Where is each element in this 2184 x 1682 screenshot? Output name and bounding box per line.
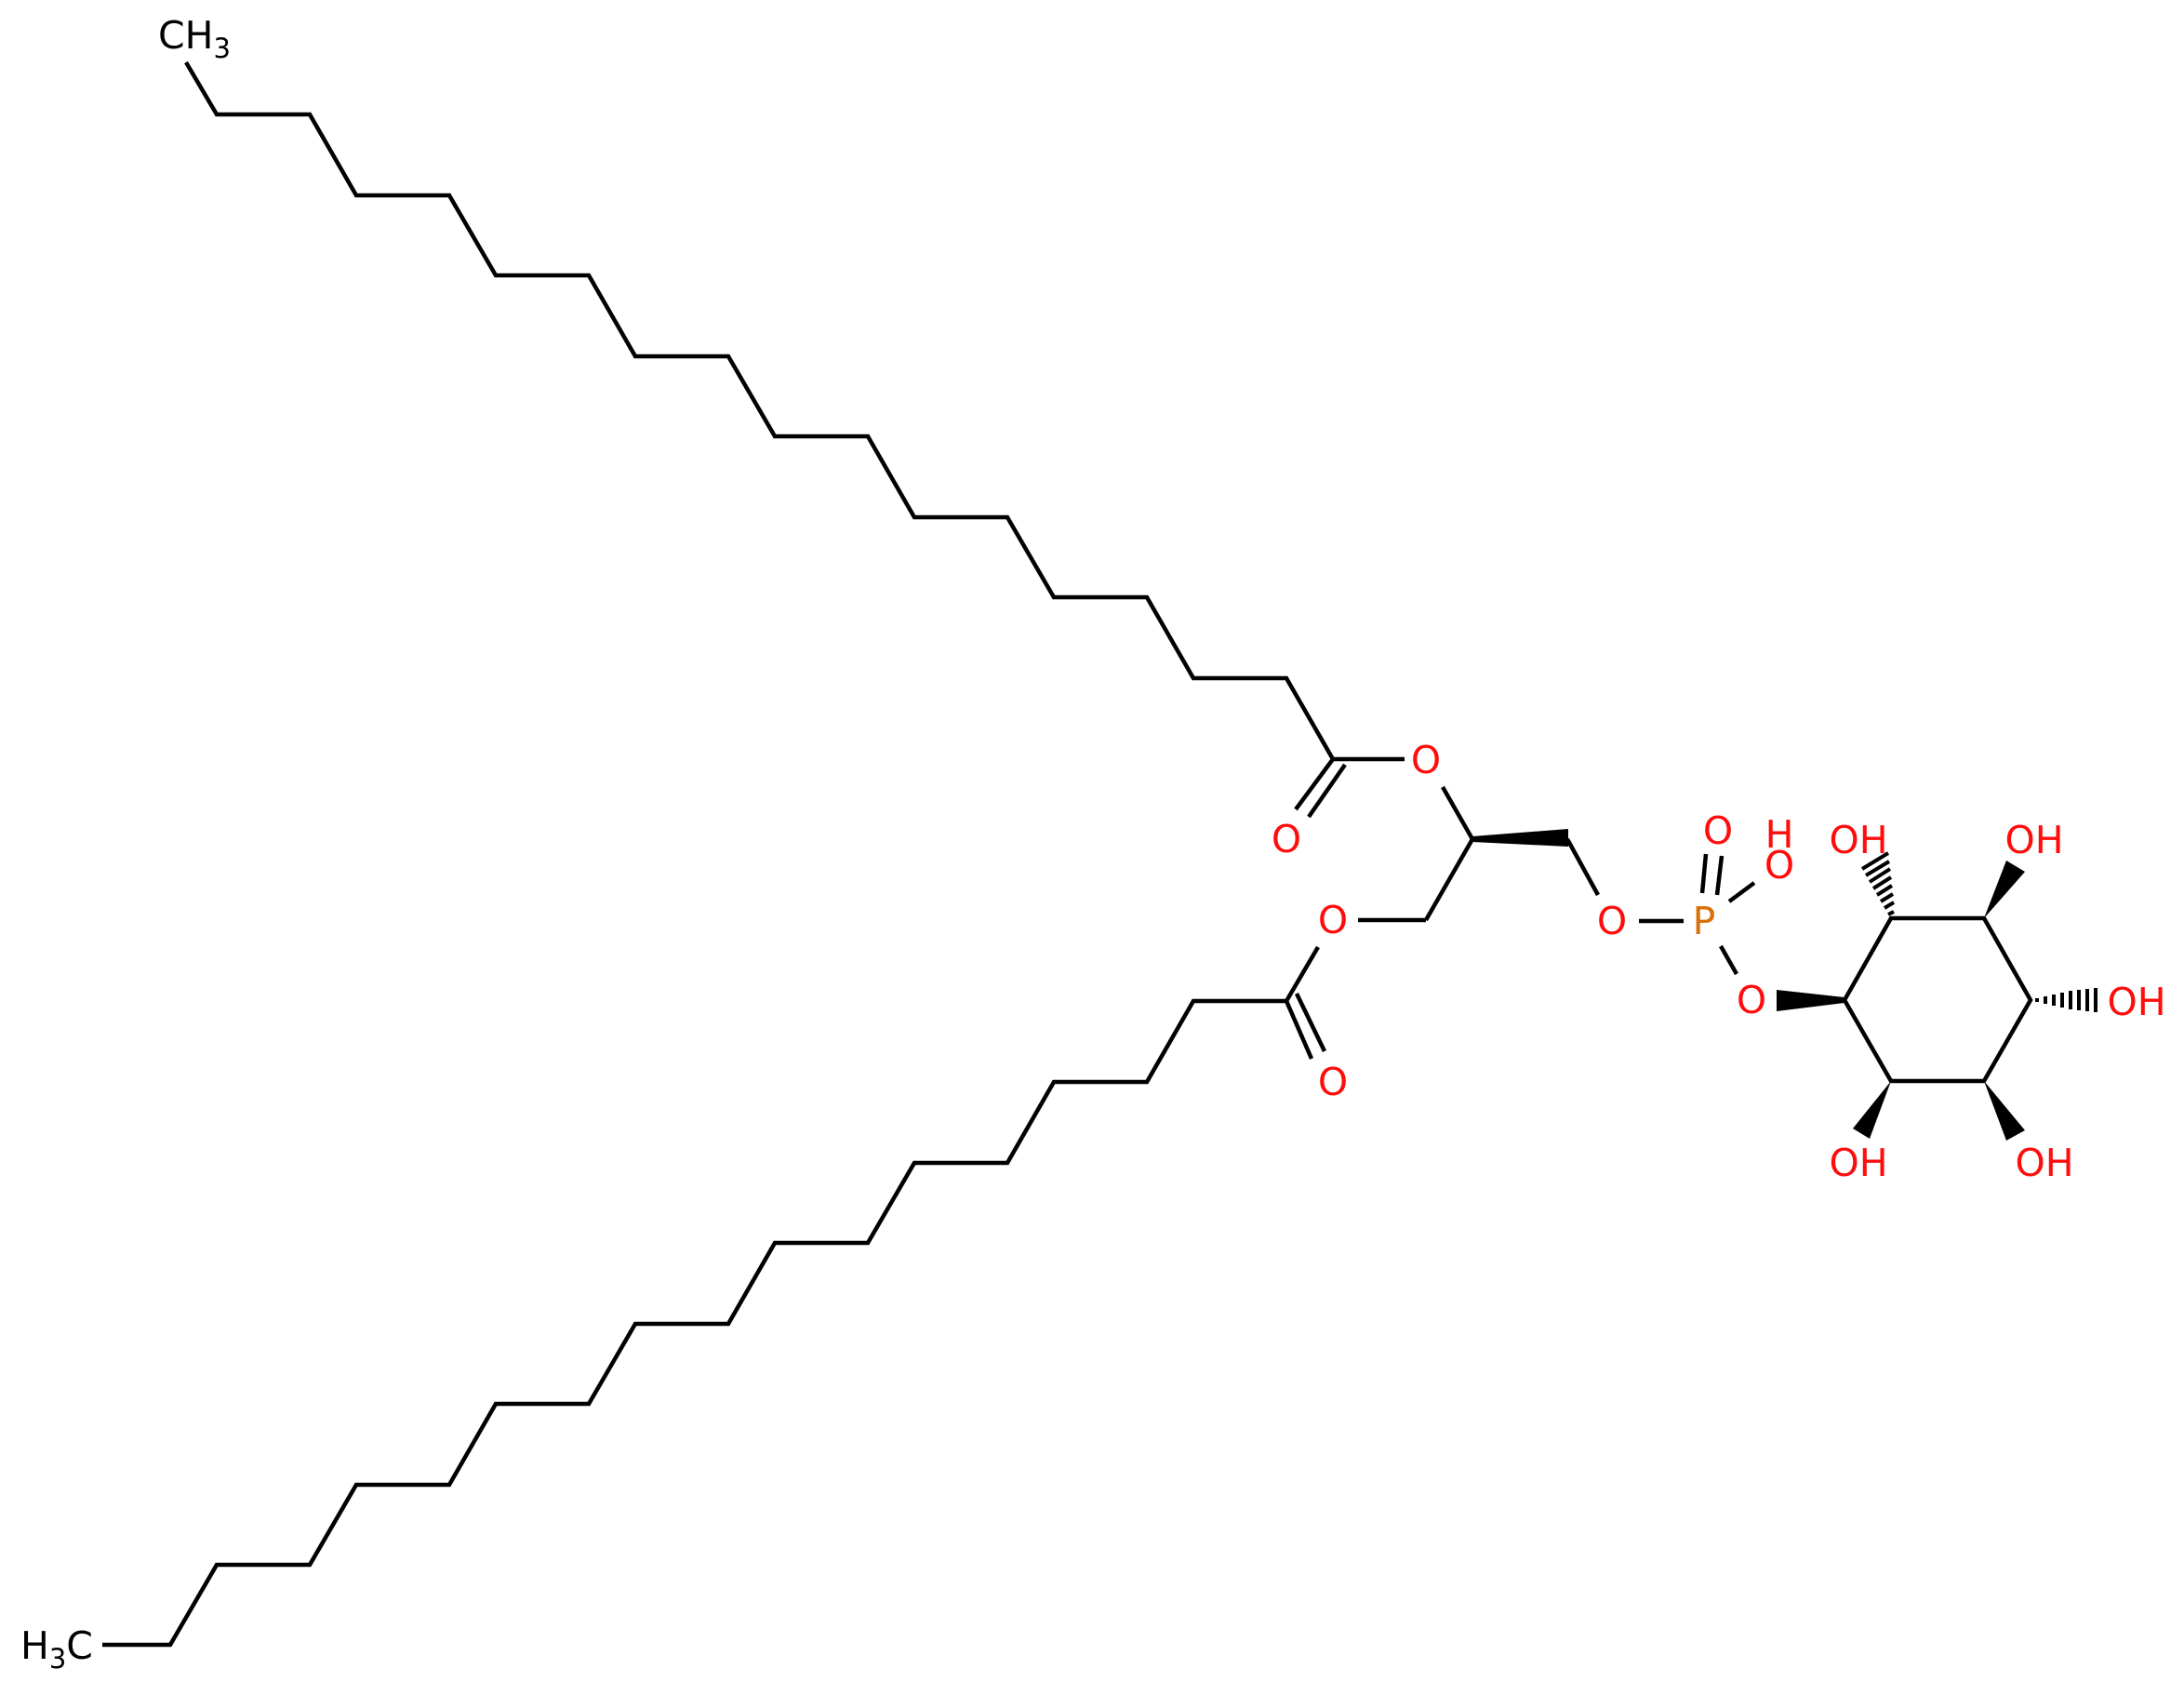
stereo-wedge-bottom-right [1984,1081,2025,1141]
upper-carbonyl-oxygen: O [1272,817,1301,861]
phosphorus-atom: P [1693,899,1716,943]
upper-ester-group: O O [1272,738,1441,861]
stereo-wedge-inositol-link [1777,990,1844,1011]
ring-bonds [1842,915,2033,1084]
inositol-link-oxygen: O [1737,978,1766,1022]
stereo-wedge-glycerol [1472,829,1568,847]
lower-ester-oxygen: O [1318,898,1348,942]
stereo-hash-top-left [1860,851,1896,916]
phosphate-hydroxyl-oxygen: O [1765,843,1794,888]
ring-oh-right: OH [2107,980,2165,1024]
ch3-label-top: CH3 [158,13,231,64]
h3c-label-bottom: H3C [20,1623,93,1675]
lower-ester-group: O O [1284,898,1348,1104]
lower-acyl-chain: H3C [20,998,1286,1675]
lower-chain-bonds [102,998,1286,1648]
upper-acyl-chain: CH3 [158,13,1335,761]
lower-carbonyl-oxygen: O [1318,1060,1348,1104]
phosphate-group: O P O H O O [1597,808,1844,1022]
upper-chain-bonds [184,60,1335,761]
stereo-wedge-bottom-left [1853,1081,1891,1139]
upper-ester-oxygen: O [1411,738,1441,782]
phosphoryl-oxygen: O [1703,808,1733,853]
ring-oh-top-right: OH [2004,818,2063,862]
stereo-wedge-top-right [1984,861,2025,918]
phosphate-ester-oxygen: O [1597,899,1627,943]
ring-oh-bottom-right: OH [2015,1141,2073,1185]
phosphate-hydroxyl-hydrogen: H [1765,812,1794,857]
glycerol-backbone [1358,785,1600,923]
inositol-ring: OH OH OH OH OH [1829,818,2165,1185]
ring-oh-top-left: OH [1829,818,1887,862]
ring-oh-bottom-left: OH [1829,1141,1887,1185]
stereo-hash-right [2035,988,2097,1012]
